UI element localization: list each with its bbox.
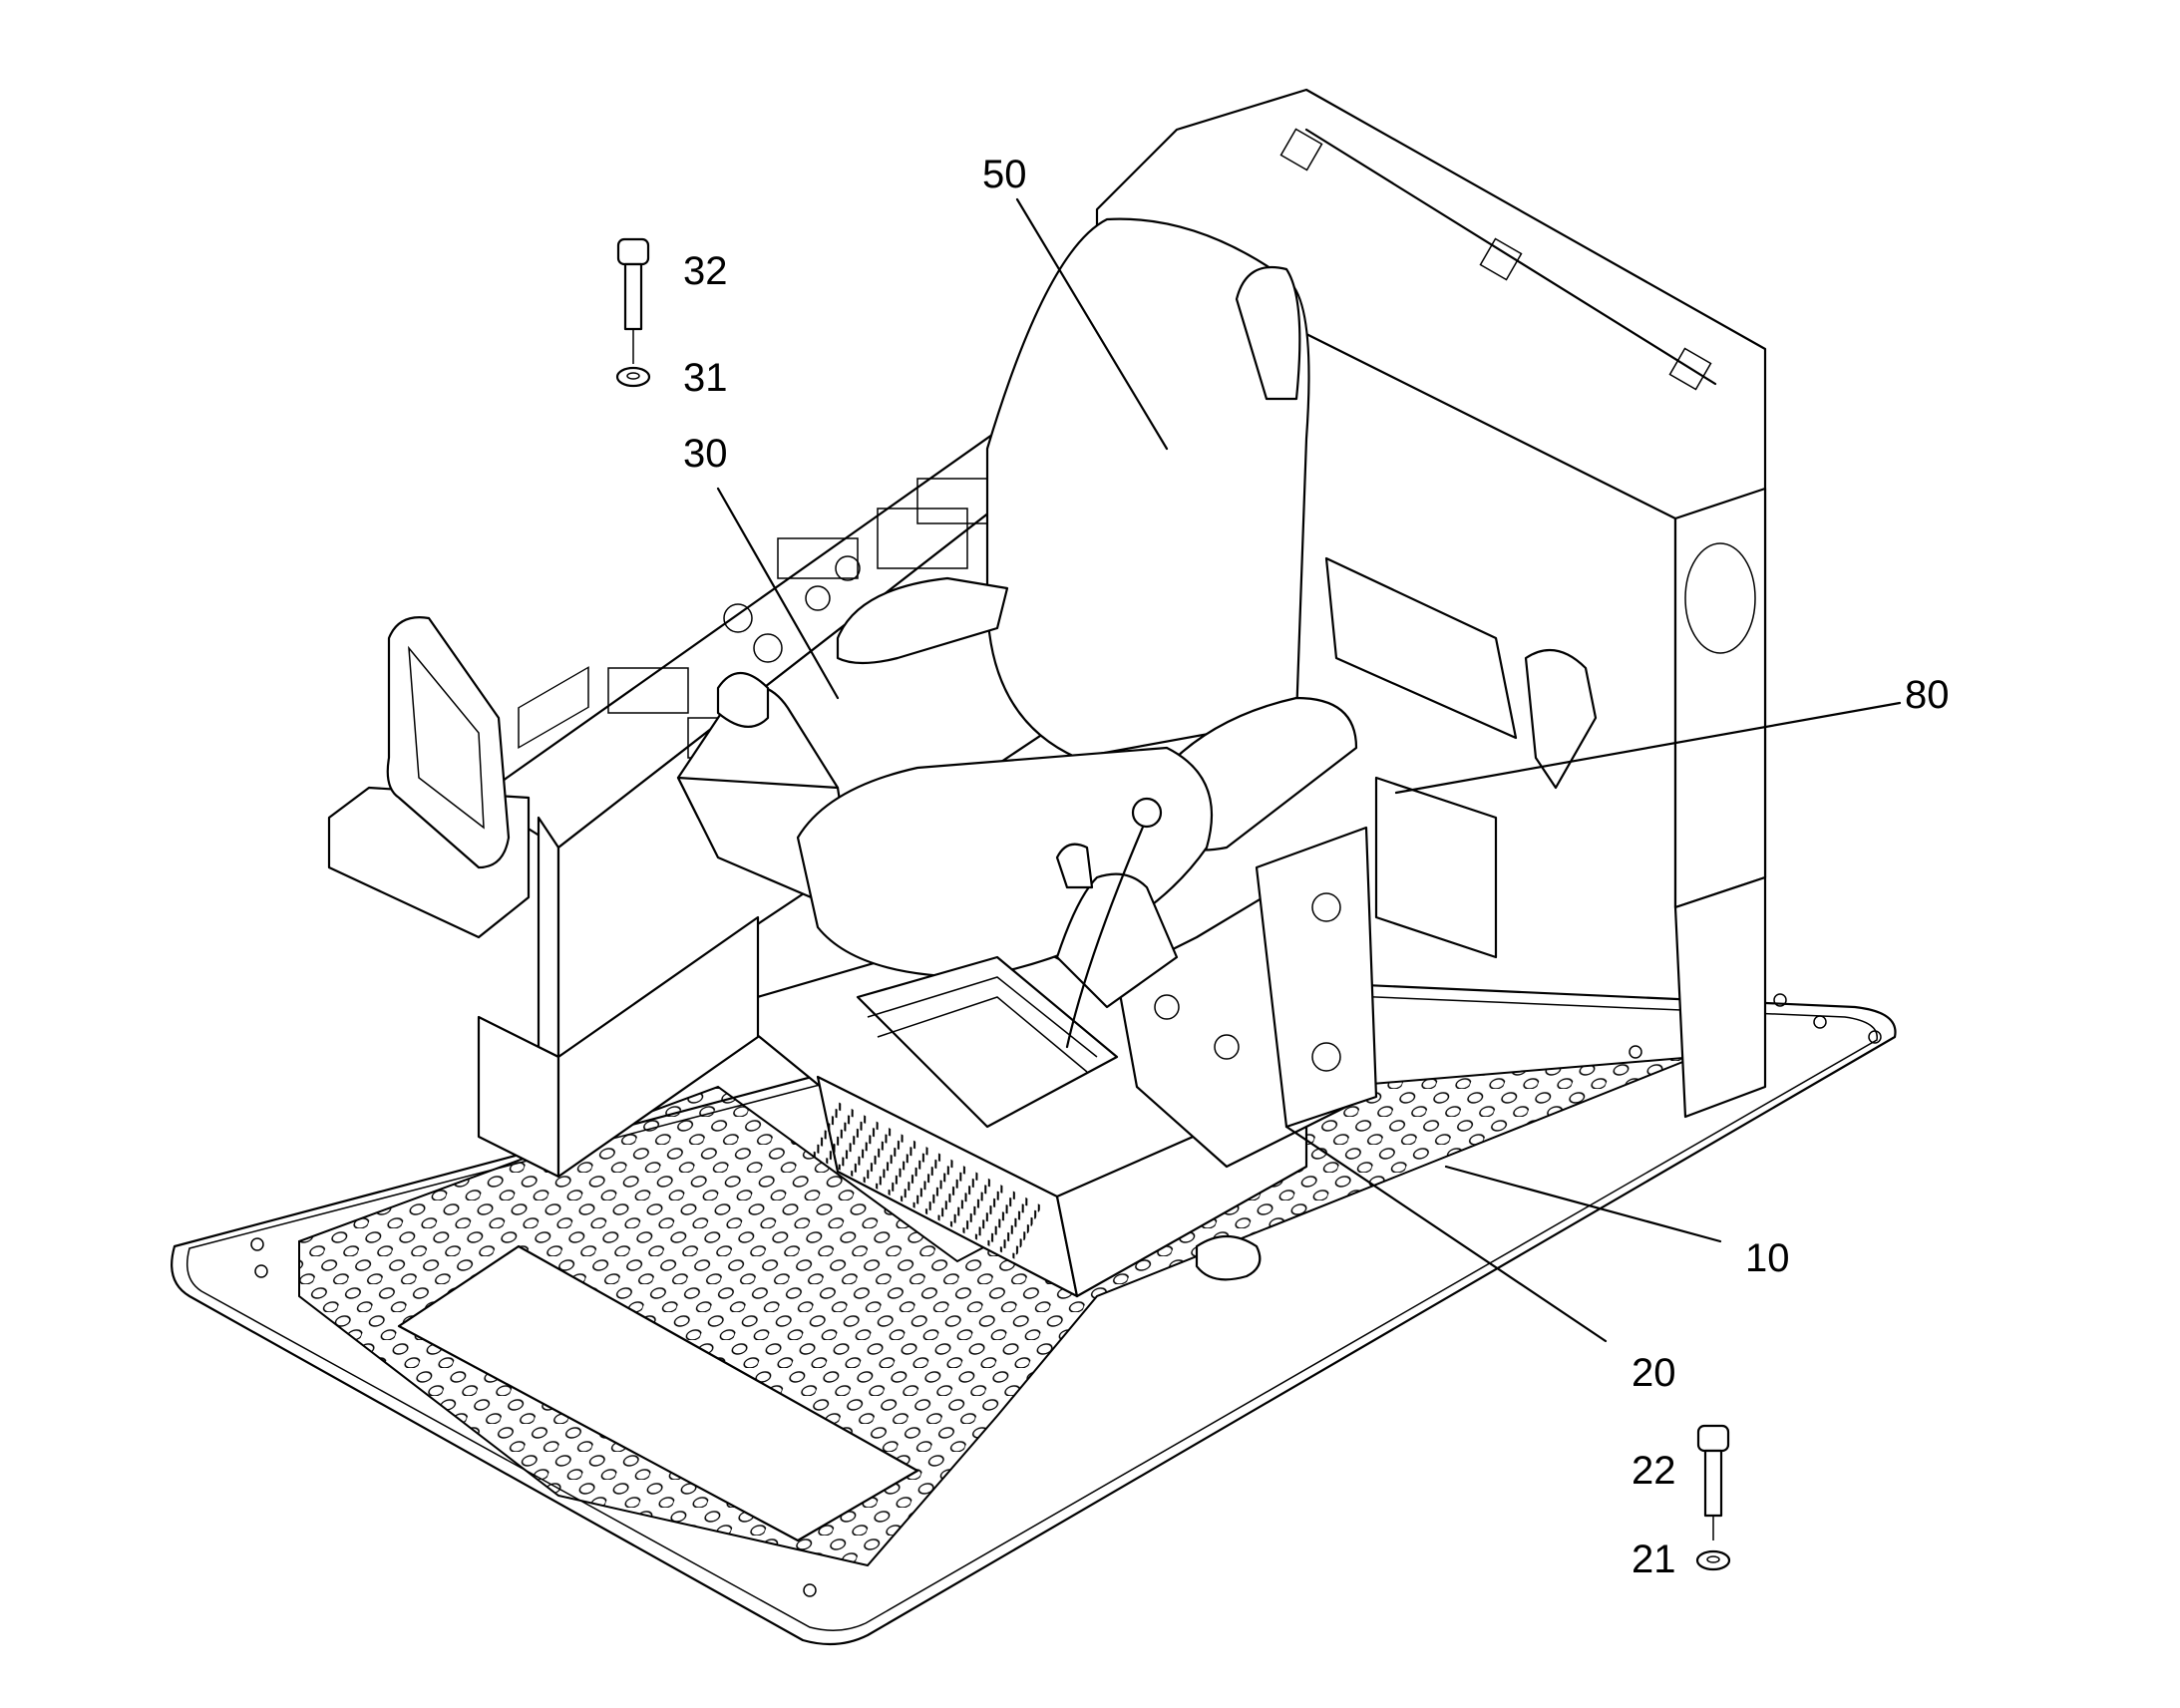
- leader-lines: [632, 197, 1902, 1540]
- label-22: 22: [1632, 1449, 1676, 1493]
- label-80: 80: [1905, 673, 1950, 717]
- label-21: 21: [1632, 1537, 1676, 1581]
- vent-grille: [810, 1102, 1042, 1259]
- display-monitor: [327, 616, 531, 939]
- label-32: 32: [683, 249, 728, 293]
- floor-cutout: [397, 1244, 919, 1542]
- label-30: 30: [683, 432, 728, 476]
- label-10: 10: [1745, 1236, 1790, 1280]
- label-20: 20: [1632, 1351, 1676, 1395]
- mounting-holes: [250, 993, 1882, 1597]
- label-31: 31: [683, 356, 728, 400]
- bolt-22: [1696, 1424, 1730, 1518]
- label-50: 50: [982, 153, 1027, 196]
- bolt-32: [616, 237, 650, 331]
- right-control-console: [1055, 797, 1378, 1169]
- washer-21: [1695, 1549, 1731, 1571]
- control-panel-modules: [518, 478, 1038, 759]
- washer-31: [615, 366, 651, 388]
